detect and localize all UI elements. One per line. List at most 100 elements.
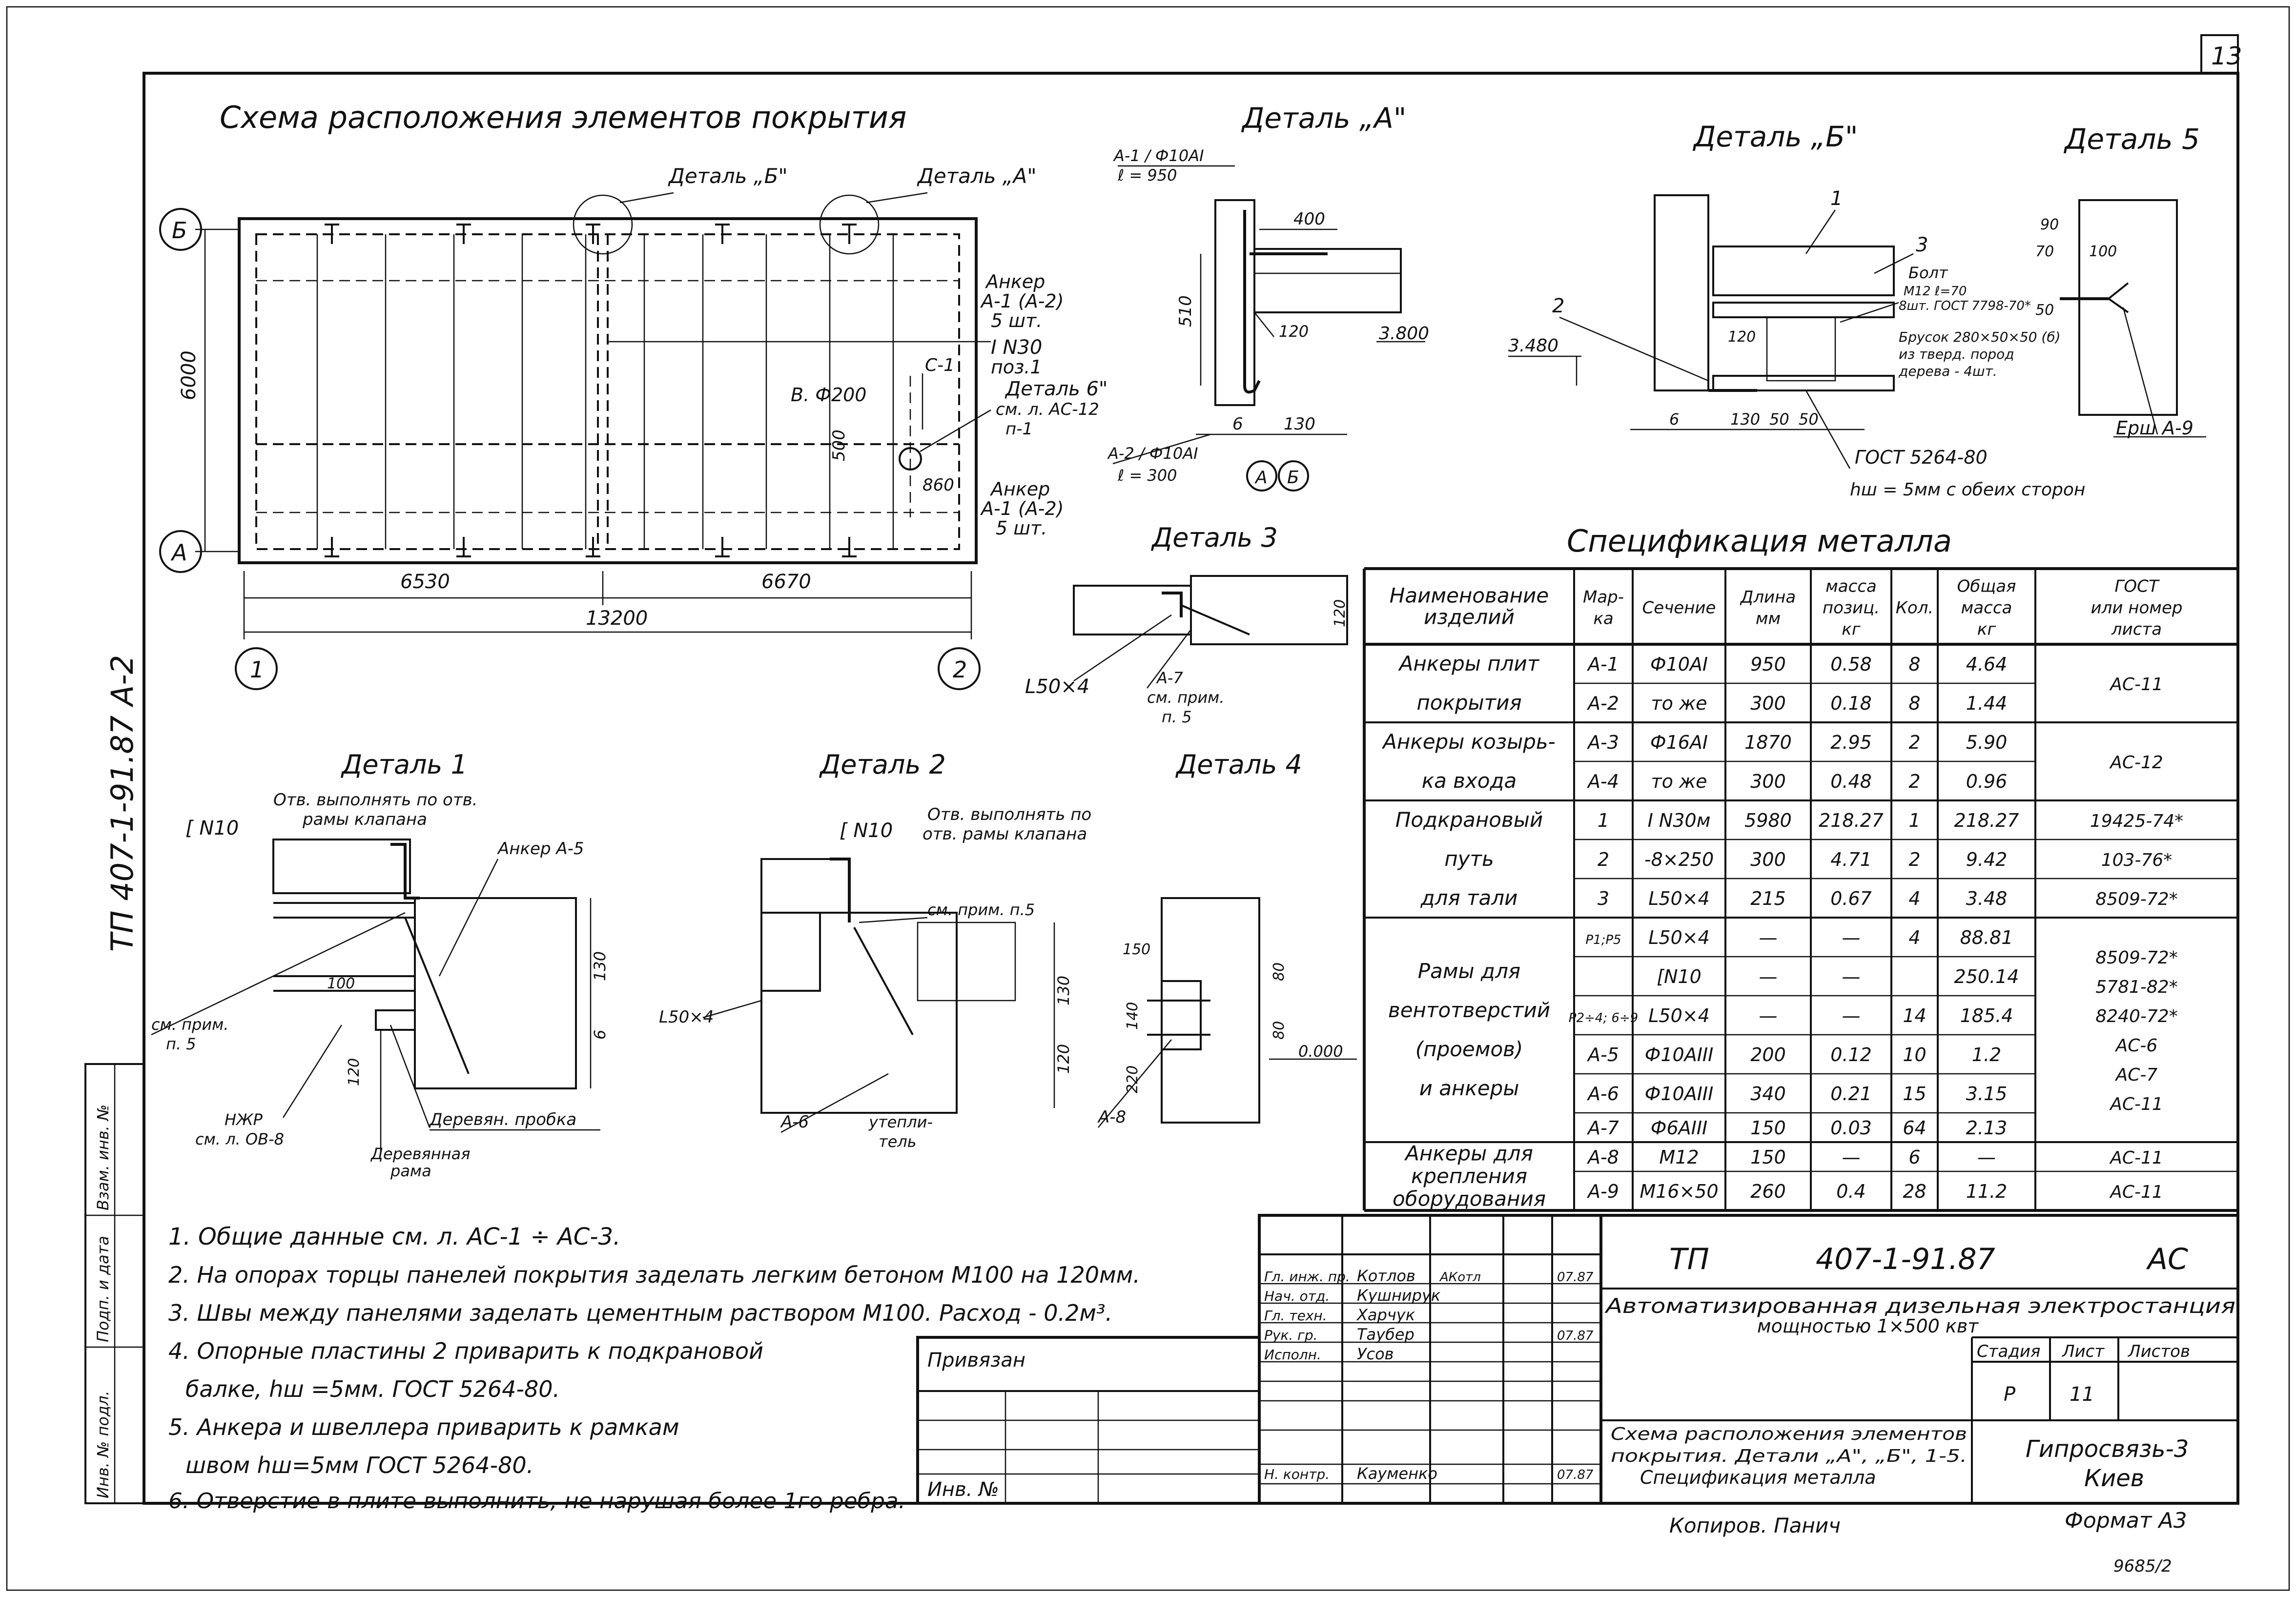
detail-b-bolt-1: Болт <box>1908 264 1948 282</box>
plan-dim-860: 860 <box>922 475 954 495</box>
spec-cell-5-0: 2 <box>1598 849 1609 870</box>
side-label: ТП 407-1-91.87 А-2 <box>104 655 140 952</box>
beam-1: I N30 <box>991 336 1042 359</box>
tb-role-3-3: 07.87 <box>1557 1329 1594 1343</box>
spec-group-3-2: (проемов) <box>1415 1037 1523 1061</box>
detail-a-title: Деталь „А" <box>1241 102 1406 135</box>
detail-4: Деталь 4 150 80 140 220 80 0.000 А-8 <box>1097 749 1357 1128</box>
spec-cell-13-gost: АС-11 <box>2109 1148 2163 1168</box>
spec-header-total-1: масса <box>1961 598 2012 618</box>
spec-cell-9-0: Р2÷4; 6÷9 <box>1569 1011 1638 1025</box>
plan-outline <box>238 217 978 564</box>
spec-cell-11-0: А-6 <box>1586 1083 1619 1105</box>
detail-1: Деталь 1 Отв. выполнять по отв. рамы кла… <box>151 749 609 1180</box>
anchor-bot-2: А-1 (А-2) <box>980 498 1064 519</box>
spec-cell-9-3: — <box>1842 1005 1861 1026</box>
detail-2: Деталь 2 Отв. выполнять по отв. рамы кла… <box>659 749 1091 1151</box>
plan-title: Схема расположения элементов покрытия <box>220 100 906 135</box>
detail-b-bolt-3: 8шт. ГОСТ 7798-70* <box>1899 299 2031 313</box>
detail-2-insul-2: тель <box>879 1132 917 1151</box>
spec-cell-9-4: 14 <box>1903 1005 1926 1026</box>
tb-project-1: Автоматизированная дизельная электростан… <box>1604 1294 2235 1318</box>
note-4: 4. Опорные пластины 2 приварить к подкра… <box>168 1338 763 1364</box>
note-2: 2. На опорах торцы панелей покрытия заде… <box>168 1262 1140 1288</box>
spec-cell-6-0: 3 <box>1598 888 1609 909</box>
spec-cell-13-4: 6 <box>1908 1147 1920 1168</box>
spec-cell-13-5: — <box>1977 1147 1996 1168</box>
spec-cell-5-gost: 103-76* <box>2101 850 2173 870</box>
spec-cell-0-4: 8 <box>1908 654 1920 675</box>
spec-cell-6-2: 215 <box>1750 888 1786 909</box>
spec-title: Спецификация металла <box>1567 523 1952 559</box>
tb-role-5-1: Кауменко <box>1357 1464 1437 1483</box>
detail-5-title: Деталь 5 <box>2063 123 2200 156</box>
tb-sheet-title-3: Спецификация металла <box>1640 1467 1876 1488</box>
spec-cell-4-2: 5980 <box>1744 810 1792 831</box>
detail-3-note-2: п. 5 <box>1162 708 1192 726</box>
spec-cell-1-3: 0.18 <box>1830 693 1872 714</box>
spec-cell-5-2: 300 <box>1750 849 1786 870</box>
spec-cell-5-3: 4.71 <box>1830 849 1872 870</box>
detail-a-a1-len: ℓ = 950 <box>1117 166 1177 184</box>
detail-5-90: 90 <box>2040 216 2059 233</box>
spec-cell-13-2: 150 <box>1750 1147 1786 1168</box>
spec-cell-9-2: — <box>1759 1005 1778 1026</box>
tb-sheet-title-1: Схема расположения элементов <box>1611 1424 1967 1444</box>
spec-cell-7-3: — <box>1842 927 1861 948</box>
spec-cell-12-0: А-7 <box>1586 1117 1619 1139</box>
spec-cell-13-3: — <box>1842 1147 1861 1168</box>
tb-role-2-1: Харчук <box>1356 1306 1415 1324</box>
spec-header-mark-1: ка <box>1593 609 1613 629</box>
tb-role-1-1: Кушнирук <box>1357 1286 1441 1305</box>
spec-cell-8-2: — <box>1759 966 1778 987</box>
callout-a-label: Деталь „А" <box>917 164 1037 188</box>
spec-cell-10-1: Ф10АIII <box>1645 1044 1714 1065</box>
detail6-3: п-1 <box>1005 419 1033 439</box>
spec-group-0-0: Анкеры плит <box>1398 652 1540 676</box>
anchor-top-3: 5 шт. <box>991 310 1042 331</box>
spec-cell-11-2: 340 <box>1750 1083 1786 1105</box>
inv-label: Инв. № <box>927 1478 999 1501</box>
spec-cell-4-0: 1 <box>1598 810 1609 831</box>
spec-cell-3-3: 0.48 <box>1830 771 1872 792</box>
detail-b-elev: 3.480 <box>1508 336 1558 356</box>
spec-cell-5-1: -8×250 <box>1644 849 1714 870</box>
spec-cell-12-4: 64 <box>1903 1117 1926 1139</box>
spec-cell-7-5: 88.81 <box>1960 927 2013 948</box>
spec-cell-12-3: 0.03 <box>1830 1117 1872 1139</box>
spec-cell-10-3: 0.12 <box>1830 1044 1872 1065</box>
plan-scheme: Схема расположения элементов покрытия <box>159 100 1107 690</box>
spec-cell-6-4: 4 <box>1908 888 1920 909</box>
detail-b-n2: 2 <box>1552 295 1564 317</box>
axis-a: А <box>170 539 187 566</box>
detail-b-gost: ГОСТ 5264-80 <box>1855 447 1988 468</box>
detail-a-400: 400 <box>1293 209 1325 229</box>
detail-a-6: 6 <box>1232 414 1243 434</box>
spec-cell-4-3: 218.27 <box>1819 810 1884 831</box>
detail-5-70: 70 <box>2035 243 2054 260</box>
detail-b-block-2: из тверд. пород <box>1899 346 2014 362</box>
detail6-1: Деталь 6" <box>1004 378 1107 400</box>
detail-b-block-3: дерева - 4шт. <box>1898 363 1997 379</box>
spec-cell-2-3: 2.95 <box>1830 732 1872 753</box>
general-notes: 1. Общие данные см. л. АС-1 ÷ АС-3. 2. Н… <box>168 1223 1140 1514</box>
spec-cell-3-4: 2 <box>1908 771 1920 792</box>
detail-b-120: 120 <box>1728 328 1756 346</box>
detail-3: Деталь 3 120 L50×4 А-7 см. прим. п. 5 <box>1025 522 1349 726</box>
tb-sheet: 11 <box>2070 1383 2094 1406</box>
sheet-number: 13 <box>2211 42 2242 70</box>
plan-hole: В. Ф200 <box>791 384 866 406</box>
spec-group-gost-3-1: 5781-82* <box>2095 977 2177 997</box>
detail-3-title: Деталь 3 <box>1151 522 1278 553</box>
spec-header-length-0: Длина <box>1740 588 1796 607</box>
plan-dim-500: 500 <box>829 430 849 461</box>
sheet-number-box <box>2200 34 2239 74</box>
plan-dim-6670: 6670 <box>761 571 811 593</box>
note-6: 6. Отверстие в плите выполнить, не наруш… <box>168 1489 905 1514</box>
spec-group-gost-0-0: АС-11 <box>2109 675 2163 695</box>
spec-group-0-1: покрытия <box>1416 691 1521 715</box>
detail-3-a7: А-7 <box>1156 669 1183 687</box>
detail-4-150: 150 <box>1123 941 1150 958</box>
spec-cell-7-2: — <box>1759 927 1778 948</box>
callout-b-label: Деталь „Б" <box>668 164 788 188</box>
